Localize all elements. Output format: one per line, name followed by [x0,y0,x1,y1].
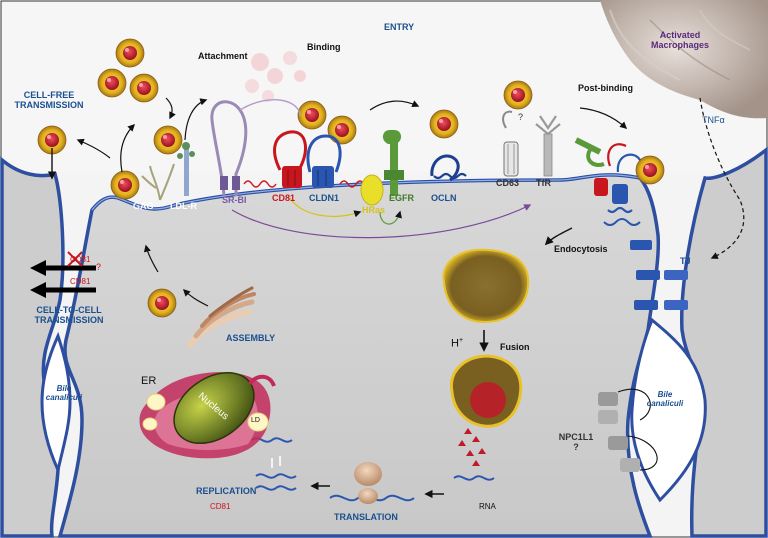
ribosome [329,462,415,504]
hcv-particle [147,288,177,318]
hcv-particle [429,109,459,139]
srbi-label: SR-BI [222,195,247,205]
gag-receptor [141,163,175,201]
rna-strand [453,475,495,481]
post-binding-arrow [579,107,628,129]
post-binding-label: Post-binding [578,83,633,93]
hcv-particle [129,73,159,103]
er-arc [248,374,276,387]
rna-label: RNA [479,502,496,511]
egfr-receptor [382,130,404,196]
lipid-droplets [142,393,269,432]
entry-label: ENTRY [384,22,415,32]
ld-label: LD [251,417,260,424]
ldlr-label: LDL-R [170,201,197,211]
tfr-receptor [535,115,561,177]
tnf-arrow [699,97,745,259]
hcv-particle [110,170,140,200]
hcv-particle [37,125,67,155]
cd81-spring [243,180,277,188]
fusion-label: Fusion [500,342,530,352]
tfr-label: TfR [536,178,551,188]
fusion-vesicle [449,354,523,428]
er-label: ER [141,375,157,387]
cldn1-label: CLDN1 [309,193,340,203]
tj-label: TJ [680,256,691,266]
tnf-label: TNFα [702,115,725,125]
hcv-particle [97,68,127,98]
h-plus-label: H+ [451,337,463,350]
cell-free-arrow-2 [76,138,111,159]
cd81-to-hras-arrow [289,197,362,218]
hcv-particle [635,155,665,185]
cell-free-arrow-3 [120,123,136,173]
replication-cd81-label: CD81 [210,502,231,511]
cell-free-transmission-label: CELL-FREE TRANSMISSION [14,90,84,111]
assembly-arrow [182,288,209,307]
hcv-particle [153,125,183,155]
npc1l1-receptor [598,388,658,472]
bile-canaliculus-left [40,331,72,475]
hras-label: HRas [362,205,386,215]
cell-to-cell-transmission-label: CELL-TO-CELL TRANSMISSION [34,305,104,326]
cldn1-spring [339,180,365,188]
hras-protein [360,174,384,206]
srbi-to-endocytosis-arrow [231,204,532,239]
cd63-question: ? [518,112,524,122]
cd81-receptor [273,130,307,188]
post-binding-complex [574,137,641,226]
activated-macrophages-label: Activated Macrophages [650,30,710,51]
replication-updown-arrows [271,456,281,468]
binding-label: Binding [307,42,341,52]
translation-label: TRANSLATION [334,512,398,522]
replication-label: REPLICATION [196,486,257,496]
blocked-question: ? [96,262,102,272]
cd81-blocked-label: CD81 [70,255,91,264]
hcv-particle [115,38,145,68]
ldlr-receptor [177,142,195,196]
endocytosis-label: Endocytosis [554,244,608,254]
released-rna [458,428,486,466]
srbi-receptor [210,99,301,197]
cd63-label: CD63 [496,178,520,188]
bile-canaliculi-left-label: Bile canaliculi [45,384,83,403]
attachment-label: Attachment [198,51,248,61]
hras-to-egfr-arrow [379,210,402,225]
h-label: H [451,337,459,350]
activated-macrophage [600,0,768,119]
hcv-particle [327,115,357,145]
egfr-label: EGFR [389,193,415,203]
binding-lipoprotein-cloud [245,51,306,102]
hcv-particle [297,100,327,130]
tight-junction [630,240,688,310]
ocln-label: OCLN [431,193,457,203]
ocln-receptor [430,154,467,182]
attachment-arrow-2 [184,98,208,141]
assembly-label: ASSEMBLY [226,333,276,343]
golgi-apparatus [187,286,256,349]
blocked-cd81-cross [67,251,83,267]
gag-label: GAG [133,201,154,211]
hcv-particle [503,80,533,110]
cd63-receptor [502,110,519,177]
endosome [442,248,530,324]
attachment-arrow [165,97,176,120]
endocytosis-arrow [544,227,573,246]
right-cell [679,146,768,538]
egress-arrow [143,244,159,273]
bile-canaliculus-right [630,317,707,503]
cldn1-receptor [306,134,342,188]
bile-canaliculi-right-label: Bile canaliculi [646,390,684,409]
h-superscript: + [458,337,464,344]
binding-arrow [369,100,420,111]
cd81-label: CD81 [272,193,296,203]
npc1l1-label: NPC1L1 ? [558,432,594,453]
cd81-arrow-label: CD81 [70,277,91,286]
